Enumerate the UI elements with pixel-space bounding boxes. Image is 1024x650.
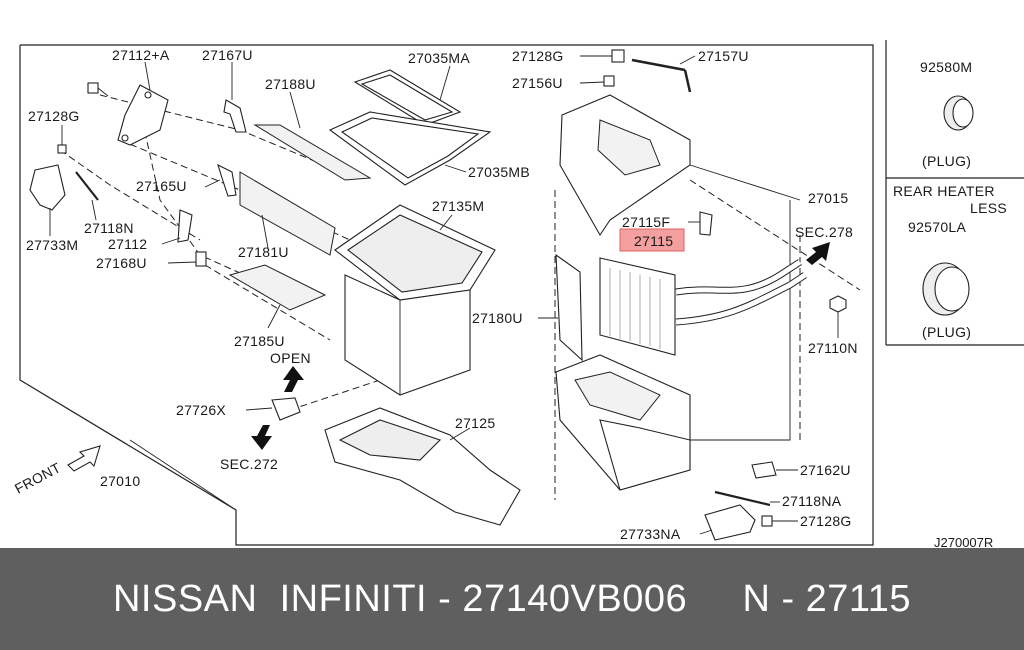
label-27128G-top: 27128G [512, 48, 564, 64]
part-27128G-top [580, 49, 625, 63]
label-27185U: 27185U [234, 333, 285, 349]
label-27118NA: 27118NA [782, 493, 842, 509]
part-bolt [87, 82, 109, 97]
exploded-parts-diagram: 27112+A 27167U 27035MA 27128G 27157U 271… [12, 40, 1024, 548]
part-heater-pipes [675, 242, 830, 326]
dash-path-5 [204, 264, 331, 341]
part-27188U-strip [253, 91, 372, 181]
label-27733M: 27733M [26, 237, 78, 253]
plug-92570LA-icon [922, 262, 970, 316]
label-reference-code: J270007R [934, 535, 993, 548]
label-27165U: 27165U [136, 178, 187, 194]
label-27156U: 27156U [512, 75, 563, 91]
part-27181U-panel [239, 171, 336, 256]
label-27162U: 27162U [800, 462, 851, 478]
part-27115-heater-core [599, 257, 676, 356]
label-rear-heater-1: REAR HEATER [893, 183, 995, 199]
part-27118N-rod [75, 171, 99, 221]
part-27168U-clip [167, 251, 207, 267]
open-arrow-icon [283, 366, 304, 392]
footer-banner: NISSAN INFINITI - 27140VB006 N - 27115 [0, 548, 1024, 650]
label-plug-2: (PLUG) [922, 324, 971, 340]
part-27125-duct [324, 407, 521, 526]
part-27135M-housing [334, 204, 496, 396]
front-arrow-icon [67, 445, 101, 472]
label-27035MA: 27035MA [408, 50, 470, 66]
part-27015-case [559, 94, 801, 237]
part-27115F-clip [688, 211, 713, 236]
plug-92580M-icon [943, 95, 974, 131]
part-27110N-nut [829, 295, 847, 338]
part-27167U-clip [223, 62, 247, 133]
part-27156U-clip [579, 75, 615, 87]
label-27128G-left: 27128G [28, 108, 80, 124]
label-27115F: 27115F [622, 214, 670, 230]
label-front: FRONT [12, 459, 64, 497]
label-27168U: 27168U [96, 255, 147, 271]
label-sec278: SEC.278 [795, 224, 853, 240]
label-27125: 27125 [455, 415, 495, 431]
label-92570LA: 92570LA [908, 219, 967, 235]
label-27110N: 27110N [808, 340, 858, 356]
part-27128G-bottom-right [761, 515, 798, 527]
part-27112A-bracket [117, 61, 169, 146]
part-27185U-plate [228, 264, 327, 329]
label-sec272: SEC.272 [220, 456, 278, 472]
part-27162U-clip [751, 461, 798, 479]
label-plug-1: (PLUG) [922, 153, 971, 169]
dash-path-6 [289, 379, 381, 411]
highlight-27115 [619, 228, 685, 252]
label-27035MB: 27035MB [468, 164, 530, 180]
label-27135M: 27135M [432, 198, 484, 214]
part-27112-lever [161, 209, 193, 245]
label-27167U: 27167U [202, 47, 253, 63]
diagram-frame [19, 44, 874, 546]
dash-path-4 [59, 149, 201, 241]
label-27733NA: 27733NA [620, 526, 681, 542]
label-27128G-bottom-right: 27128G [800, 513, 852, 529]
part-27733NA-bracket [699, 504, 756, 541]
label-27180U: 27180U [472, 310, 523, 326]
label-open: OPEN [270, 350, 311, 366]
label-27112: 27112 [108, 236, 147, 252]
label-27015: 27015 [808, 190, 848, 206]
part-lower-case [555, 354, 691, 491]
sec272-arrow-icon [251, 425, 272, 450]
part-27035MB-frame [328, 111, 492, 186]
label-rear-heater-2: LESS [970, 200, 1007, 216]
label-27115: 27115 [634, 233, 673, 249]
part-27118NA-rod [714, 490, 780, 507]
label-27157U: 27157U [698, 48, 749, 64]
label-27118N: 27118N [84, 220, 134, 236]
label-27112A: 27112+A [112, 47, 170, 63]
label-27181U: 27181U [238, 244, 289, 260]
sec278-arrow-icon [806, 242, 830, 265]
dash-heater-link [689, 179, 861, 291]
assembly-line-27010 [129, 439, 237, 511]
part-27726X-actuator [245, 366, 304, 450]
footer-part-number: NISSAN INFINITI - 27140VB006 N - 27115 [112, 578, 911, 620]
label-92580M: 92580M [920, 59, 972, 75]
part-27180U-seal [538, 253, 583, 362]
part-27035MA-frame [353, 65, 462, 126]
assembly-bracket-27015 [660, 200, 791, 441]
part-27157U-rod [631, 55, 696, 93]
part-27128G-left [57, 125, 67, 154]
label-27726X: 27726X [176, 402, 226, 418]
part-27733M-bracket [29, 164, 66, 236]
part-27165U-clip [204, 163, 237, 197]
label-27188U: 27188U [265, 76, 316, 92]
label-27010: 27010 [100, 473, 140, 489]
